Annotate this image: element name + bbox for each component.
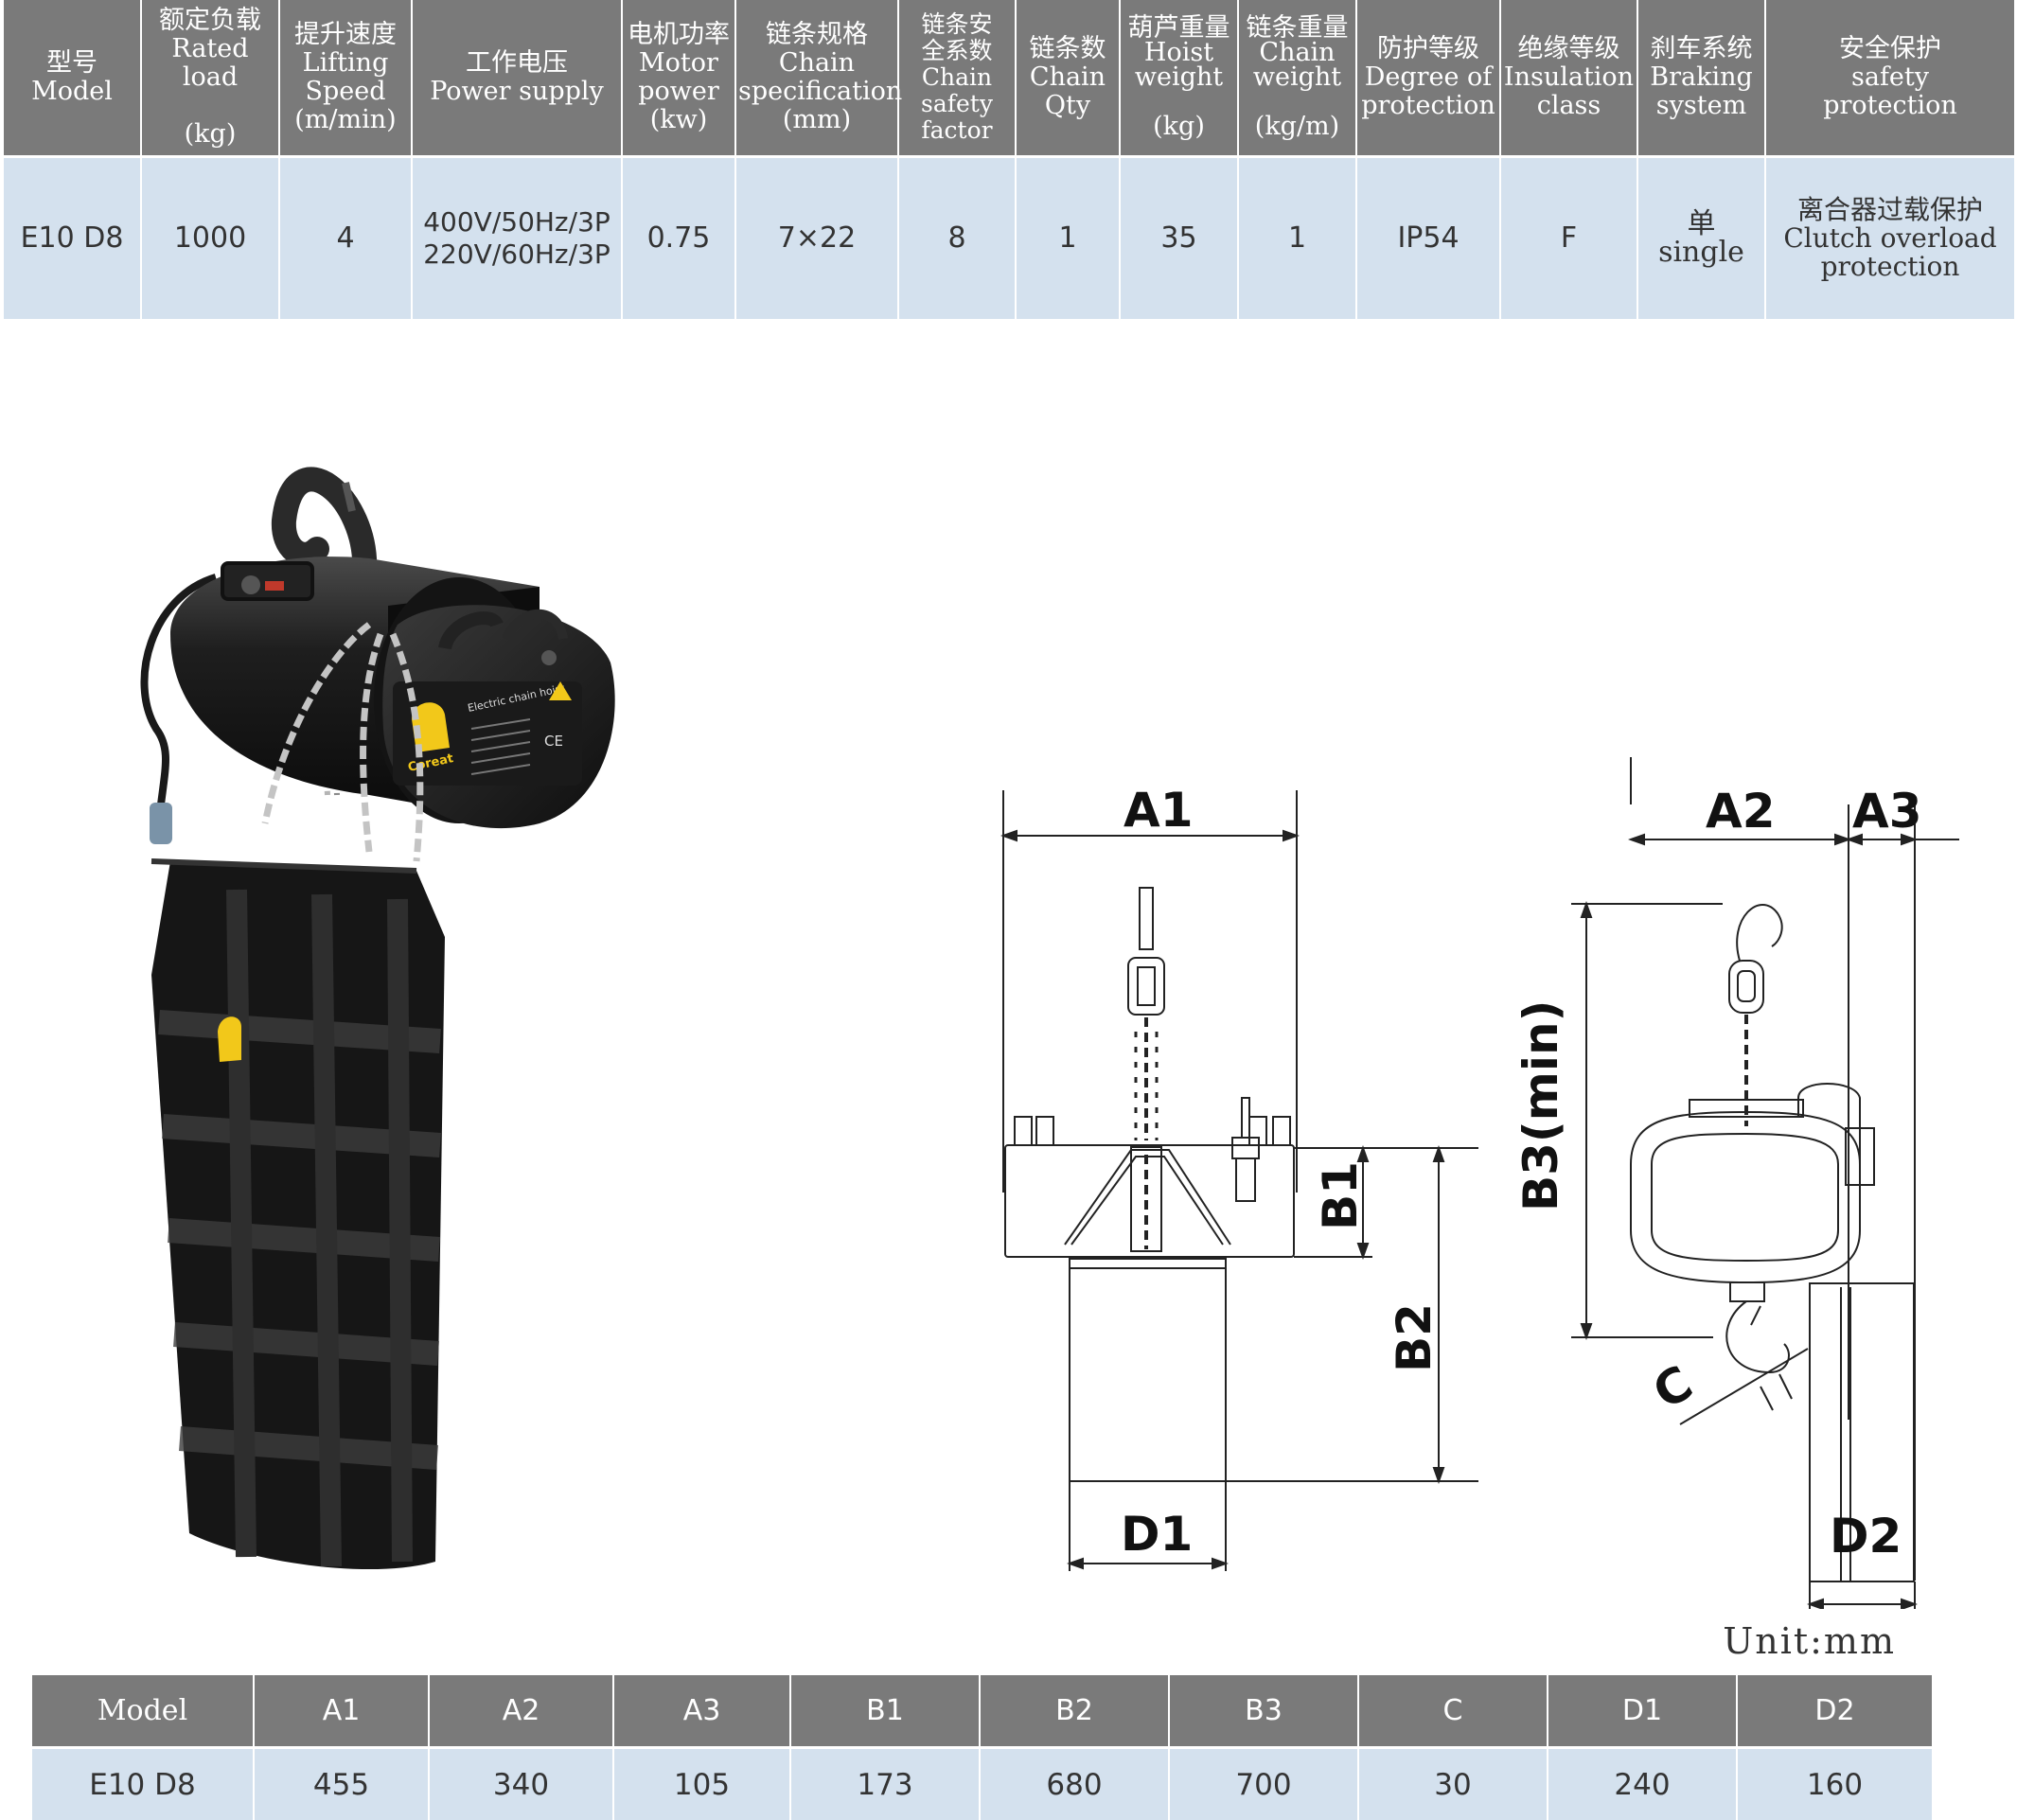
dimensions-table: Model A1 A2 A3 B1 B2 B3 C D1 D2 E10 D8 4…: [32, 1675, 1932, 1820]
spec-cell-chain-safety: 8: [898, 157, 1016, 320]
bag-logo-icon: [218, 1016, 241, 1062]
dims-header-model: Model: [32, 1675, 254, 1748]
dims-header-d2: D2: [1737, 1675, 1932, 1748]
spec-header-chain-weight: 链条重量 Chain weight (kg/m): [1238, 0, 1356, 157]
spec-cell-power-supply: 400V/50Hz/3P 220V/60Hz/3P: [412, 157, 622, 320]
dims-row: E10 D8 455 340 105 173 680 700 30 240 16…: [32, 1748, 1932, 1820]
dims-header-b2: B2: [980, 1675, 1169, 1748]
dims-cell-d2: 160: [1737, 1748, 1932, 1820]
chain-bag: [151, 861, 445, 1569]
spec-header-chain-safety: 链条安 全系数 Chain safety factor: [898, 0, 1016, 157]
spec-header-lifting-speed: 提升速度 Lifting Speed (m/min): [279, 0, 412, 157]
spec-header-braking: 刹车系统 Braking system: [1637, 0, 1765, 157]
dims-header-a2: A2: [429, 1675, 613, 1748]
dims-header-d1: D1: [1548, 1675, 1737, 1748]
spec-cell-chain-qty: 1: [1016, 157, 1120, 320]
dims-cell-c: 30: [1358, 1748, 1548, 1820]
spec-header-safety-protection: 安全保护 safety protection: [1765, 0, 2014, 157]
spec-cell-hoist-weight: 35: [1120, 157, 1238, 320]
unit-label: Unit:mm: [1723, 1620, 1896, 1662]
dims-header-row: Model A1 A2 A3 B1 B2 B3 C D1 D2: [32, 1675, 1932, 1748]
dims-cell-b3: 700: [1169, 1748, 1358, 1820]
spec-header-model: 型号 Model: [4, 0, 141, 157]
label-b1: B1: [1313, 1161, 1368, 1230]
dims-cell-b2: 680: [980, 1748, 1169, 1820]
dims-cell-a2: 340: [429, 1748, 613, 1820]
spec-table: 型号 Model 额定负载 Rated load (kg) 提升速度 Lifti…: [4, 0, 2014, 319]
spec-cell-braking: 单 single: [1637, 157, 1765, 320]
label-d2: D2: [1830, 1509, 1902, 1564]
spec-cell-model: E10 D8: [4, 157, 141, 320]
spec-header-chain-qty: 链条数 Chain Qty: [1016, 0, 1120, 157]
label-d1: D1: [1121, 1507, 1193, 1562]
dims-header-a1: A1: [254, 1675, 429, 1748]
dims-cell-d1: 240: [1548, 1748, 1737, 1820]
dims-cell-b1: 173: [790, 1748, 980, 1820]
dims-cell-a3: 105: [613, 1748, 790, 1820]
cable-connector: [150, 803, 172, 844]
spec-header-rated-load: 额定负载 Rated load (kg): [141, 0, 279, 157]
front-view: [1003, 790, 1478, 1571]
dims-cell-a1: 455: [254, 1748, 429, 1820]
spec-cell-rated-load: 1000: [141, 157, 279, 320]
label-b2: B2: [1387, 1303, 1442, 1372]
spec-row: E10 D8 1000 4 400V/50Hz/3P 220V/60Hz/3P …: [4, 157, 2014, 320]
side-view: [1571, 757, 1959, 1609]
spec-cell-chain-weight: 1: [1238, 157, 1356, 320]
dims-header-b3: B3: [1169, 1675, 1358, 1748]
spec-cell-chain-spec: 7×22: [735, 157, 898, 320]
spec-cell-motor-power: 0.75: [622, 157, 735, 320]
dims-header-a3: A3: [613, 1675, 790, 1748]
spec-header-power-supply: 工作电压 Power supply: [412, 0, 622, 157]
product-photo: 1000kg Coreat Electric chain hoist CE: [133, 445, 738, 1581]
dims-cell-model: E10 D8: [32, 1748, 254, 1820]
spec-cell-lifting-speed: 4: [279, 157, 412, 320]
end-cap: Coreat Electric chain hoist CE: [374, 577, 615, 828]
spec-header-insulation: 绝缘等级 Insulation class: [1500, 0, 1637, 157]
spec-header-protection-degree: 防护等级 Degree of protection: [1356, 0, 1500, 157]
spec-header-hoist-weight: 葫芦重量 Hoist weight (kg): [1120, 0, 1238, 157]
dims-header-c: C: [1358, 1675, 1548, 1748]
label-a1: A1: [1124, 783, 1194, 838]
label-c: C: [1644, 1355, 1702, 1421]
ce-mark: CE: [544, 733, 563, 750]
label-b3: B3(min): [1513, 1000, 1568, 1211]
spec-header-motor-power: 电机功率 Motor power (kw): [622, 0, 735, 157]
spec-header-chain-spec: 链条规格 Chain specification (mm): [735, 0, 898, 157]
spec-header-row: 型号 Model 额定负载 Rated load (kg) 提升速度 Lifti…: [4, 0, 2014, 157]
dimension-drawing: A1 B1 B2 D1 A2 A3 B3(min) C D2: [975, 757, 2017, 1609]
label-a3: A3: [1852, 784, 1922, 839]
label-a2: A2: [1706, 784, 1776, 839]
spec-cell-insulation: F: [1500, 157, 1637, 320]
spec-cell-safety-protection: 离合器过载保护 Clutch overload protection: [1765, 157, 2014, 320]
dims-header-b1: B1: [790, 1675, 980, 1748]
spec-cell-protection-degree: IP54: [1356, 157, 1500, 320]
